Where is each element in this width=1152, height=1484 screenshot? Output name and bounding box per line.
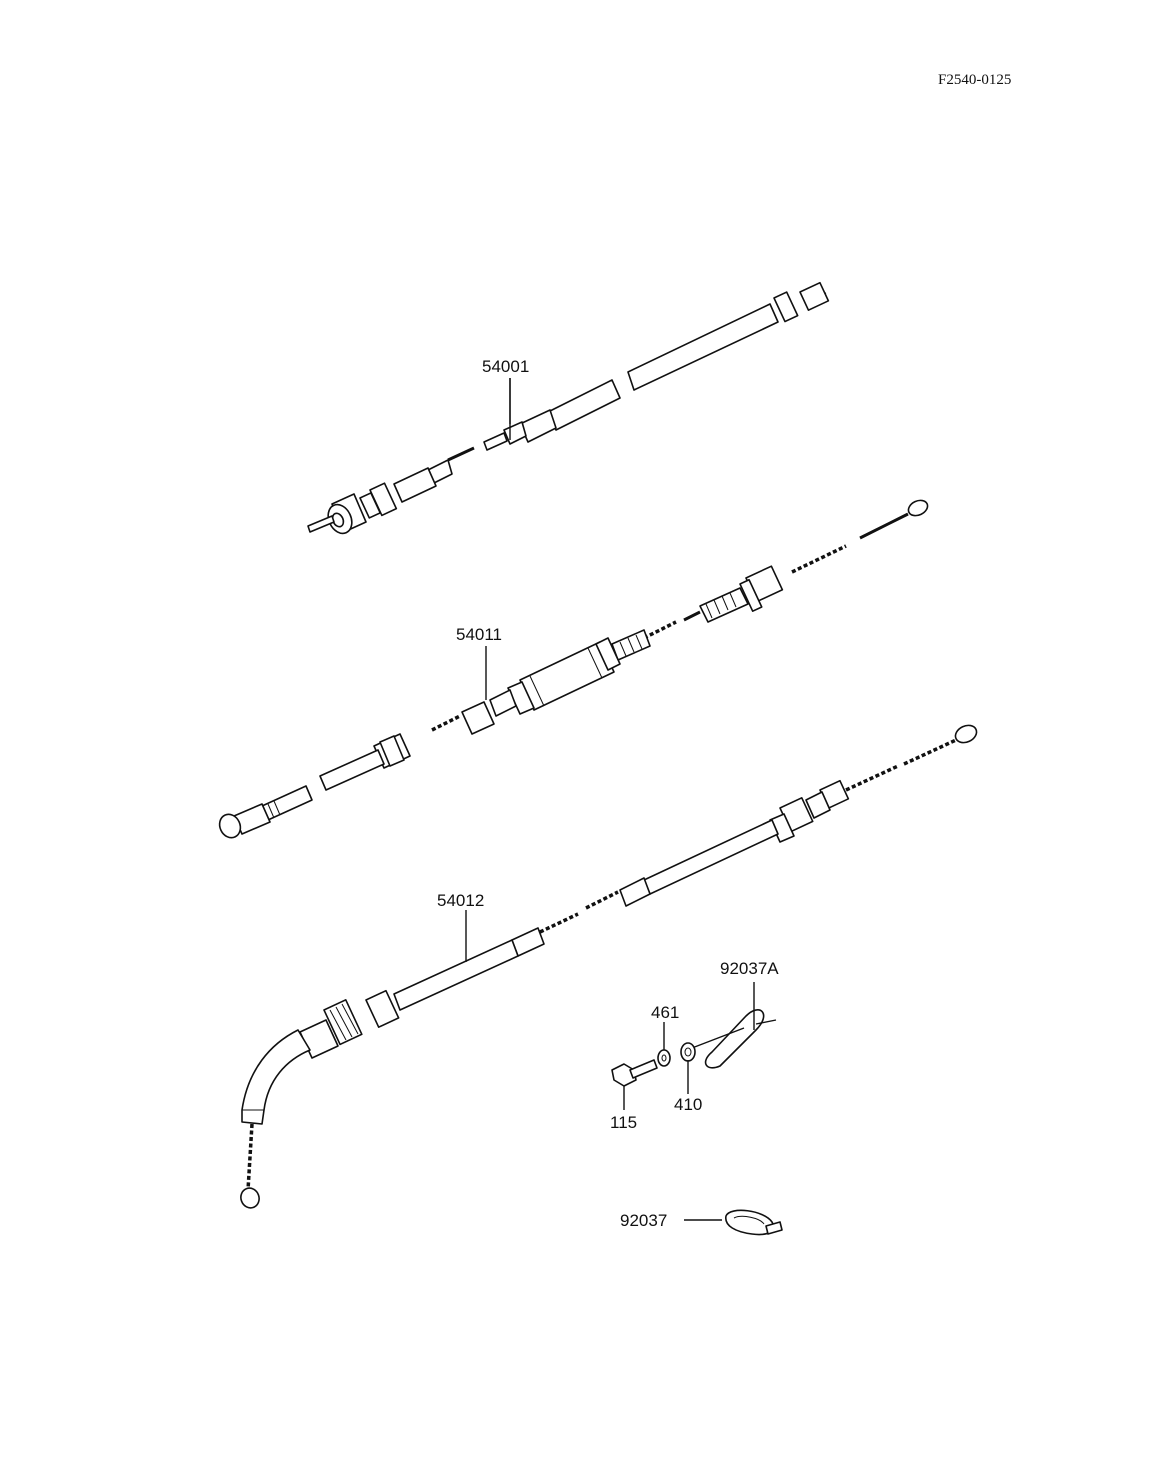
label-115: 115: [610, 1113, 637, 1132]
washer-461-part: [657, 1022, 671, 1067]
label-410: 410: [674, 1095, 702, 1114]
clamp-92037-part: [684, 1209, 783, 1236]
label-92037A: 92037A: [720, 959, 779, 978]
label-92037: 92037: [620, 1211, 667, 1230]
clamp-92037a-part: [691, 982, 777, 1069]
label-461: 461: [651, 1003, 679, 1022]
choke-cable: [240, 724, 978, 1209]
diagram-code: F2540-0125: [938, 72, 1011, 88]
speedometer-cable: [307, 281, 830, 535]
washer-410-part: [680, 1042, 696, 1094]
bolt-115-part: [611, 1059, 658, 1110]
throttle-cable: [218, 499, 929, 839]
label-54012: 54012: [437, 891, 484, 910]
label-54011: 54011: [456, 625, 502, 644]
label-54001: 54001: [482, 357, 529, 376]
